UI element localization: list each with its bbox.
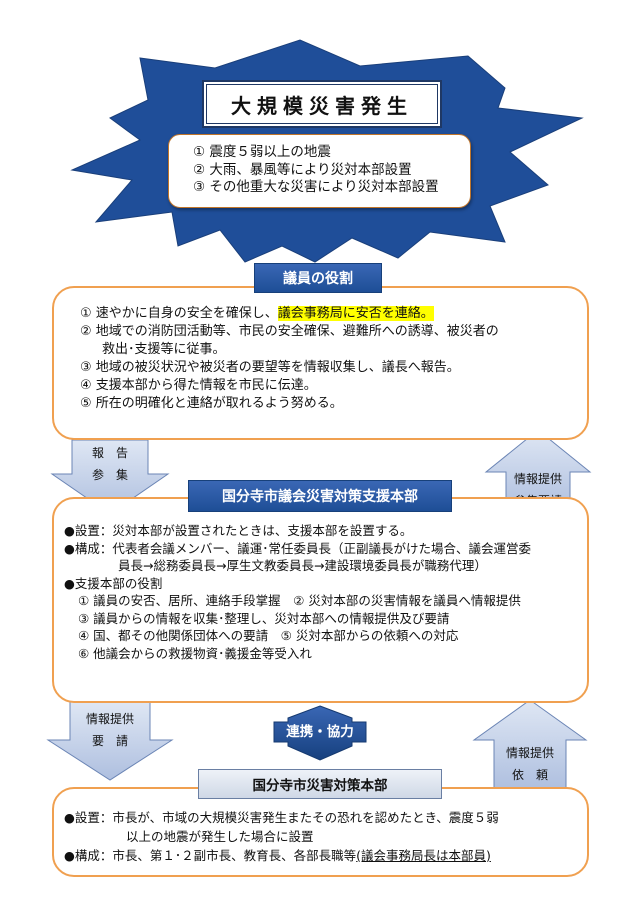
support-members: ●構成：代表者会議メンバー、議運･常任委員長（正副議長がけた場合、議会運営委 [64,540,532,556]
support-role-item: ① 議員の安否、居所、連絡手段掌握 ② 災対本部の災害情報を議員へ情報提供 [78,593,521,608]
city-members: ●構成：市長、第１･２副市長、教育長、各部長職等(議会事務局長は本部員) [64,848,491,863]
condition-item: ① 震度５弱以上の地震 [193,144,331,160]
support-setup: ●設置：災対本部が設置されたときは、支援本部を設置する。 [64,523,413,538]
role-item-2-cont: 救出･支援等に従事。 [102,342,226,357]
support-hq-list: ●設置：災対本部が設置されたときは、支援本部を設置する。 ●構成：代表者会議メン… [64,522,584,662]
role-item-1: ① 速やかに自身の安全を確保し、議会事務局に安否を連絡。 [80,306,434,321]
support-role-item: ⑥ 他議会からの救援物資･義援金等受入れ [78,645,312,661]
cooperation-label: 連携・協力 [286,724,354,740]
city-hq-list: ●設置：市長が、市域の大規模災害発生またその恐れを認めたとき、震度５弱 以上の地… [64,808,584,865]
safety-report-highlight: 議会事務局に安否を連絡。 [277,306,434,321]
support-role-item: ④ 国、都その他関係団体への要請 ⑤ 災対本部からの依頼への対応 [78,628,459,643]
role-item-5: ⑤ 所在の明確化と連絡が取れるよう努める。 [80,396,343,411]
support-role-item: ③ 議員からの情報を収集･整理し、災対本部への情報提供及び要請 [78,610,450,626]
support-roles-heading: ●支援本部の役割 [64,575,163,591]
role-item-4: ④ 支援本部から得た情報を市民に伝達。 [80,378,317,393]
arrow-down-info-request [46,701,174,781]
city-hq-label: 国分寺市災害対策本部 [198,769,442,799]
secretariat-note: (議会事務局長は本部員) [356,848,491,863]
arrow-up-info-request-text: 情報提供 依 頼 [505,746,554,782]
trigger-conditions: ① 震度５弱以上の地震 ② 大雨、暴風等により災対本部設置 ③ その他重大な災害… [168,134,471,208]
city-setup-cont: 以上の地震が発生した場合に設置 [126,829,314,844]
city-setup: ●設置：市長が、市域の大規模災害発生またその恐れを認めたとき、震度５弱 [64,810,499,825]
member-role-label: 議員の役割 [254,263,382,293]
role-item-2: ② 地域での消防団活動等、市民の安全確保、避難所への誘導、被災者の [80,324,499,339]
cooperation-double-arrow [273,705,367,761]
member-role-list: ① 速やかに自身の安全を確保し、議会事務局に安否を連絡。 ② 地域での消防団活動… [80,305,580,413]
arrow-down-report [50,439,170,515]
support-hq-label: 国分寺市議会災害対策支援本部 [188,480,452,512]
role-item-3: ③ 地域の被災状況や被災者の要望等を情報収集し、議長へ報告。 [80,360,460,375]
arrow-down-report-text: 報 告 参 集 [91,446,128,482]
condition-item: ② 大雨、暴風等により災対本部設置 [193,161,412,178]
support-members-cont: 員長→総務委員長→厚生文教委員長→建設環境委員長が職務代理） [118,558,487,573]
city-hq-box [52,787,589,877]
disaster-title: 大規模災害発生 [202,80,442,128]
arrow-down-info-request-text: 情報提供 要 請 [85,712,134,748]
condition-item: ③ その他重大な災害により災対本部設置 [193,179,439,195]
